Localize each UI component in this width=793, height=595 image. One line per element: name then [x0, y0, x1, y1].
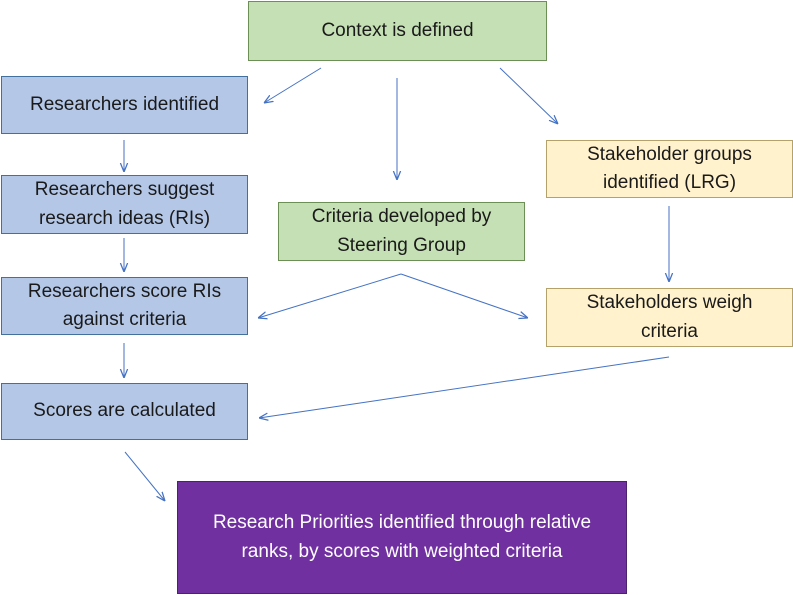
arrow-criteria-to-weigh — [400, 273, 528, 318]
node-stakeholders-weigh: Stakeholders weigh criteria — [546, 288, 793, 347]
node-researchers-suggest: Researchers suggest research ideas (RIs) — [1, 175, 248, 234]
arrow-context-to-stakeholders — [499, 67, 558, 124]
node-research-priorities: Research Priorities identified through r… — [177, 481, 627, 594]
arrow-weigh-to-calculated — [259, 356, 670, 418]
node-scores-calculated: Scores are calculated — [1, 383, 248, 440]
node-context-defined-label: Context is defined — [321, 19, 474, 41]
node-stakeholder-groups-label: Stakeholder groups identified (LRG) — [587, 143, 752, 194]
node-researchers-identified-label: Researchers identified — [29, 93, 220, 115]
node-scores-calculated-label: Scores are calculated — [33, 400, 216, 422]
node-stakeholder-groups: Stakeholder groups identified (LRG) — [546, 140, 793, 198]
arrow-context-to-researchers — [264, 67, 322, 103]
node-context-defined: Context is defined — [248, 1, 547, 61]
arrow-criteria-to-score — [258, 273, 402, 318]
node-researchers-suggest-label: Researchers suggest research ideas (RIs) — [34, 179, 215, 229]
arrow-calculated-to-priorities — [124, 451, 165, 501]
node-criteria-developed-label: Criteria developed by Steering Group — [311, 206, 492, 256]
node-research-priorities-label: Research Priorities identified through r… — [212, 512, 592, 562]
node-criteria-developed: Criteria developed by Steering Group — [278, 202, 525, 261]
node-researchers-score-label: Researchers score RIs against criteria — [27, 280, 222, 331]
node-researchers-score: Researchers score RIs against criteria — [1, 277, 248, 335]
node-researchers-identified: Researchers identified — [1, 76, 248, 134]
node-stakeholders-weigh-label: Stakeholders weigh criteria — [586, 292, 753, 342]
